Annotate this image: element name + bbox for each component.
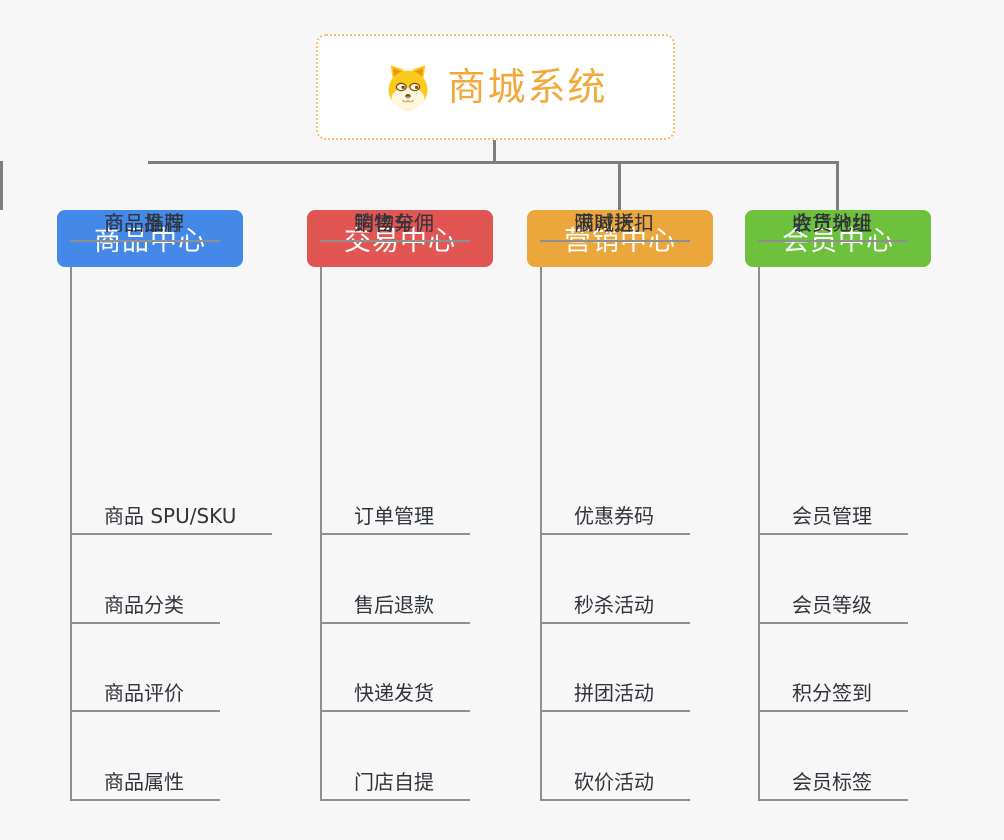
branch-connector-drop-1 <box>618 161 621 210</box>
leaf-topic[interactable]: 商品品牌 <box>70 210 220 242</box>
leaf-topic[interactable]: 会员管理 <box>758 503 908 535</box>
leaf-topic[interactable]: 拼团活动 <box>540 680 690 712</box>
leaf-topic[interactable]: 售后退款 <box>320 592 470 624</box>
leaf-topic[interactable]: 优惠券码 <box>540 503 690 535</box>
leaf-topic[interactable]: 满减送 <box>540 210 670 242</box>
leaf-topic[interactable]: 门店自提 <box>320 769 470 801</box>
leaf-topic[interactable]: 销售分佣 <box>320 210 470 242</box>
leaf-topic[interactable]: 商品属性 <box>70 769 220 801</box>
leaf-topic[interactable]: 快递发货 <box>320 680 470 712</box>
leaf-topic[interactable]: 积分签到 <box>758 680 908 712</box>
branch-column-product-center: 商品中心 商品 SPU/SKU 商品分类 商品评价 商品属性 商品推荐 商品品牌 <box>57 210 307 820</box>
leaf-topic[interactable]: 商品 SPU/SKU <box>70 503 273 535</box>
branch-node-member-center[interactable]: 会员中心 <box>745 210 931 267</box>
leaf-topic[interactable]: 会员标签 <box>758 769 908 801</box>
root-title: 商城系统 <box>447 65 608 109</box>
branch-column-member-center: 会员中心 会员管理 会员等级 积分签到 会员标签 会员分组 收货地址 <box>745 210 995 820</box>
leaf-topic[interactable]: 订单管理 <box>320 503 470 535</box>
dog-face-icon <box>388 65 428 110</box>
leaf-topic[interactable]: 砍价活动 <box>540 769 690 801</box>
root-connector-stub <box>493 140 496 162</box>
branch-connector-horizontal <box>148 161 839 164</box>
leaf-topic[interactable]: 收货地址 <box>758 210 908 242</box>
root-node-mall-system[interactable]: 商城系统 <box>316 34 675 140</box>
leaf-topic[interactable]: 秒杀活动 <box>540 592 690 624</box>
branch-connector-drop-2 <box>836 161 839 210</box>
leaf-topic[interactable]: 商品分类 <box>70 592 220 624</box>
leaf-topic[interactable]: 会员等级 <box>758 592 908 624</box>
branch-column-trade-center: 交易中心 订单管理 售后退款 快递发货 门店自提 购物车 销售分佣 <box>307 210 557 820</box>
leaf-topic[interactable]: 商品评价 <box>70 680 220 712</box>
branch-connector-drop-4 <box>0 161 3 210</box>
branch-column-marketing-center: 营销中心 优惠券码 秒杀活动 拼团活动 砍价活动 限时折扣 满减送 <box>527 210 777 820</box>
branch-node-trade-center[interactable]: 交易中心 <box>307 210 493 267</box>
branch-node-marketing-center[interactable]: 营销中心 <box>527 210 713 267</box>
